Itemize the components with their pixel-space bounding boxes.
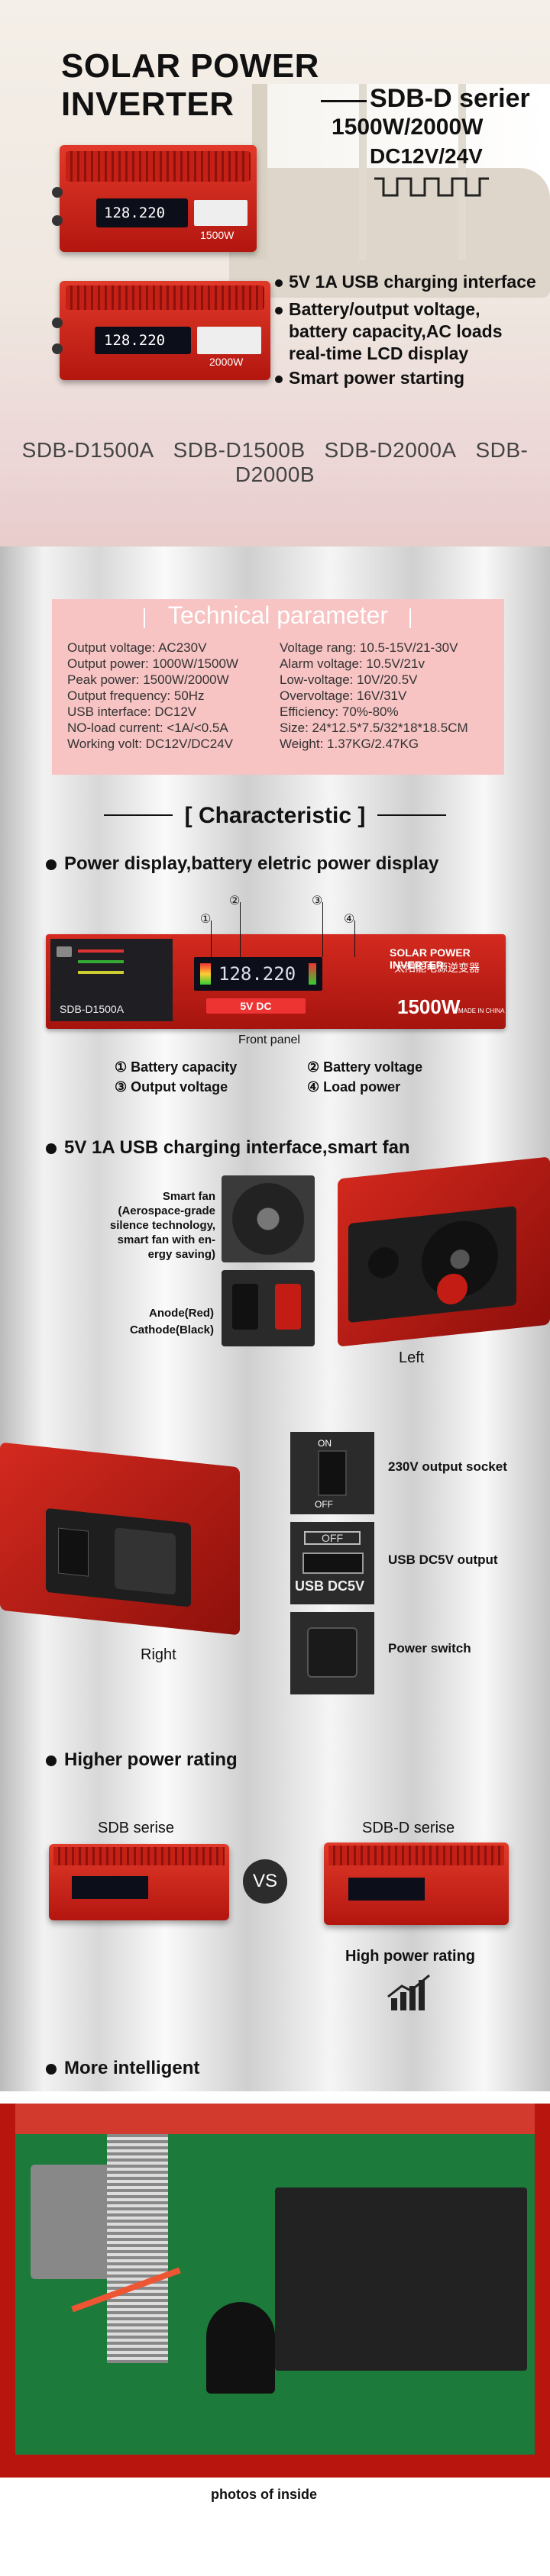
vs-badge: VS	[243, 1859, 287, 1904]
power-switch-image: ON OFF	[290, 1432, 374, 1514]
model-item: SDB-D2000B	[235, 438, 529, 486]
bar-chart-growth-icon	[387, 1974, 430, 2010]
usb-label: USB DC5V output	[388, 1552, 498, 1567]
callout-2: ②	[229, 895, 241, 908]
tech-row: Low-voltage: 10V/20.5V	[280, 672, 418, 687]
usb-heading: 5V 1A USB charging interface,smart fan	[46, 1137, 410, 1159]
rating-heading: Higher power rating	[46, 1749, 238, 1771]
tech-parameter-panel	[52, 599, 504, 775]
page-title: SOLAR POWER INVERTER	[61, 47, 319, 123]
high-power-label: High power rating	[345, 1948, 475, 1965]
tech-row: USB interface: DC12V	[67, 704, 197, 719]
callout-4: ④	[344, 913, 355, 926]
socket-label: 230V output socket	[388, 1459, 507, 1474]
series-title: SDB-D serier	[370, 84, 530, 113]
callout-1: ①	[200, 913, 212, 926]
intelligent-heading: More intelligent	[46, 2058, 199, 2079]
hero-section	[0, 0, 550, 546]
tech-row: Overvoltage: 16V/31V	[280, 688, 407, 703]
feature-display-3: real-time LCD display	[289, 343, 469, 363]
inverter-right-image	[0, 1442, 240, 1636]
front-panel-label: Front panel	[238, 1033, 300, 1046]
panel-power: 1500W	[397, 995, 461, 1018]
tech-row: Output frequency: 50Hz	[67, 688, 205, 703]
sdb-inverter-image	[49, 1844, 229, 1920]
feature-display-2: battery capacity,AC loads	[289, 321, 503, 341]
sdb-label: SDB serise	[98, 1820, 175, 1836]
panel-usb: 5V DC	[206, 998, 306, 1014]
tech-row: Efficiency: 70%-80%	[280, 704, 399, 719]
tech-left-column: Output voltage: AC230V Output power: 100…	[67, 640, 238, 752]
inverter-top-image: 128.220 1500W	[52, 145, 257, 252]
switch-label: Power switch	[388, 1641, 471, 1656]
tech-row: Alarm voltage: 10.5V/21v	[280, 656, 425, 671]
sdbd-inverter-image	[324, 1843, 509, 1925]
tech-row: NO-load current: <1A/<0.5A	[67, 721, 228, 735]
panel-model: SDB-D1500A	[60, 1003, 125, 1015]
inverter-left-image	[338, 1156, 550, 1347]
tech-right-column: Voltage rang: 10.5-15V/21-30V Alarm volt…	[280, 640, 468, 752]
fan-image	[222, 1175, 315, 1262]
model-item: SDB-D1500A	[21, 438, 154, 462]
legend-1: ① Battery capacity	[115, 1059, 238, 1075]
inside-caption: photos of inside	[211, 2487, 317, 2502]
lcd-reading-top: 128.220	[104, 205, 166, 221]
feature-smart-start: Smart power starting	[275, 368, 464, 388]
feature-usb: 5V 1A USB charging interface	[275, 272, 536, 292]
tech-row: Size: 24*12.5*7.5/32*18*18.5CM	[280, 721, 468, 735]
power-label-top: 1500W	[200, 229, 235, 241]
anode-label: Anode(Red) Cathode(Black)	[129, 1307, 214, 1336]
legend-2: ② Battery voltage	[307, 1059, 423, 1075]
feature-display: Battery/output voltage,	[275, 299, 480, 319]
callout-3: ③	[312, 895, 323, 908]
left-label: Left	[399, 1349, 425, 1366]
front-panel-image: SDB-D1500A 128.220 5V DC SOLAR POWER INV…	[46, 934, 506, 1029]
characteristic-title: [ Characteristic ]	[184, 803, 366, 828]
power-label-bottom: 2000W	[209, 356, 244, 368]
terminal-image	[222, 1270, 315, 1346]
tech-row: Output power: 1000W/1500W	[67, 656, 238, 671]
right-label: Right	[141, 1646, 176, 1663]
usb-dc-text: USB DC5V	[295, 1578, 365, 1594]
sdbd-label: SDB-D serise	[362, 1820, 455, 1836]
model-item: SDB-D1500B	[173, 438, 306, 462]
tech-row: Output voltage: AC230V	[67, 640, 207, 655]
power-title: 1500W/2000W	[332, 114, 484, 140]
tech-title: Technical parameter	[167, 601, 389, 629]
panel-brand-cn: 太阳能电源逆变器	[394, 962, 480, 974]
legend-3: ③ Output voltage	[115, 1079, 228, 1095]
tech-row: Voltage rang: 10.5-15V/21-30V	[280, 640, 458, 655]
display-heading: Power display,battery eletric power disp…	[46, 853, 438, 875]
voltage-title: DC12V/24V	[370, 144, 483, 168]
inside-photo	[0, 2104, 550, 2478]
panel-brand-en: SOLAR POWER INVERTER	[390, 946, 471, 971]
switch-on-text: ON	[318, 1438, 332, 1449]
title-divider	[321, 100, 367, 102]
usb-port-image: OFF USB DC5V	[290, 1522, 374, 1604]
sine-wave-icon	[374, 177, 489, 197]
tech-row: Peak power: 1500W/2000W	[67, 672, 229, 687]
model-item: SDB-D2000A	[324, 438, 457, 462]
panel-made: MADE IN CHINA	[458, 1008, 505, 1014]
socket-image	[290, 1612, 374, 1694]
smart-fan-label: Smart fan (Aerospace-grade silence techn…	[109, 1190, 215, 1261]
lcd-reading-bottom: 128.220	[104, 332, 166, 349]
tech-row: Weight: 1.37KG/2.47KG	[280, 737, 419, 751]
switch-off-text: OFF	[315, 1499, 333, 1510]
legend-4: ④ Load power	[307, 1079, 401, 1095]
model-list: SDB-D1500A SDB-D1500B SDB-D2000A SDB-D20…	[0, 438, 550, 487]
panel-reading: 128.220	[218, 963, 296, 985]
usb-off-text: OFF	[304, 1531, 361, 1545]
tech-row: Working volt: DC12V/DC24V	[67, 737, 233, 751]
background-sofa	[229, 168, 550, 298]
inverter-bottom-image: 128.220 2000W	[52, 281, 270, 380]
